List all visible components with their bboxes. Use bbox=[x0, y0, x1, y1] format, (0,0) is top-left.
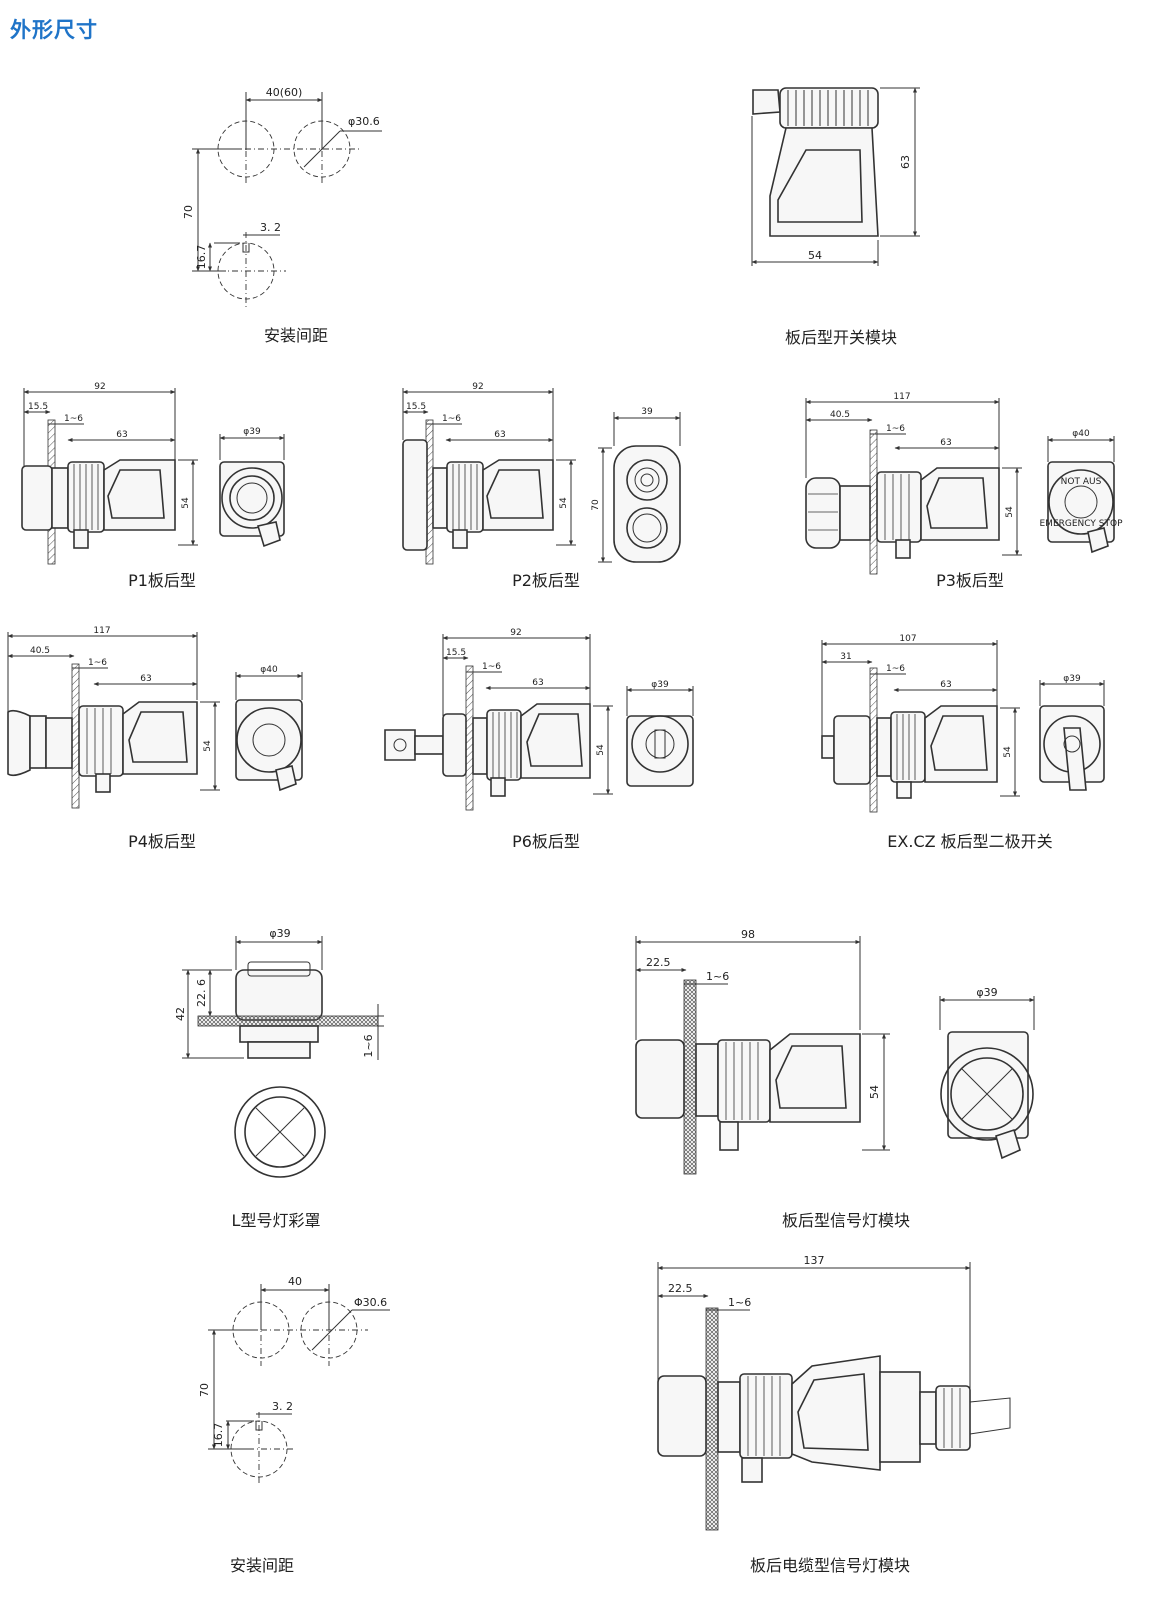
cable-lamp-b: 1~6 bbox=[728, 1296, 751, 1309]
p2-total: 92 bbox=[472, 382, 483, 392]
caption-lamp-module: 板后型信号灯模块 bbox=[782, 1211, 910, 1230]
l-cover-drawing: φ39 42 22. 6 1~6 bbox=[174, 927, 384, 1178]
caption-p3: P3板后型 bbox=[936, 571, 1004, 590]
mount-spacing-bottom-drawing: 40 Φ30.6 70 3. 2 16.7 bbox=[198, 1275, 390, 1486]
p2-body: 63 bbox=[494, 430, 505, 440]
p4-b: 1~6 bbox=[88, 658, 107, 668]
spacing-bottom-key-h: 16.7 bbox=[212, 1423, 225, 1448]
caption-mount-spacing-bottom: 安装间距 bbox=[230, 1556, 294, 1575]
cable-lamp-module-drawing: 137 22.5 1~6 bbox=[657, 1254, 1011, 1531]
p6-h: 54 bbox=[596, 744, 606, 756]
p3-drawing: 117 40.5 1~6 63 54 φ40 NOT AUS EMERGENCY… bbox=[805, 392, 1124, 575]
caption-l-cover: L型号灯彩罩 bbox=[232, 1211, 321, 1230]
lamp-module-h: 54 bbox=[868, 1085, 881, 1099]
p4-body: 63 bbox=[140, 674, 151, 684]
caption-p4: P4板后型 bbox=[128, 832, 196, 851]
excz-total: 107 bbox=[899, 634, 916, 644]
spacing-top-height: 70 bbox=[182, 205, 195, 219]
p3-a: 40.5 bbox=[830, 410, 850, 420]
spacing-bottom-pitch: 40 bbox=[288, 1275, 302, 1288]
p2-hh: 70 bbox=[591, 499, 601, 511]
lamp-module-a: 22.5 bbox=[646, 956, 671, 969]
p2-h: 54 bbox=[559, 497, 569, 509]
p3-stop-bottom: EMERGENCY STOP bbox=[1040, 519, 1124, 529]
p3-b: 1~6 bbox=[886, 424, 905, 434]
switch-module-h: 63 bbox=[899, 155, 912, 169]
p4-total: 117 bbox=[93, 626, 110, 636]
spacing-bottom-height: 70 bbox=[198, 1383, 211, 1397]
excz-h: 54 bbox=[1003, 746, 1013, 758]
caption-p1: P1板后型 bbox=[128, 571, 196, 590]
switch-module-drawing: 63 54 bbox=[751, 87, 920, 266]
spacing-top-pitch: 40(60) bbox=[266, 86, 303, 99]
p3-dia: φ40 bbox=[1072, 429, 1090, 439]
p2-drawing: 92 15.5 1~6 63 54 39 70 bbox=[402, 382, 681, 565]
p2-b: 1~6 bbox=[442, 414, 461, 424]
p1-h: 54 bbox=[181, 497, 191, 509]
lamp-module-drawing: 98 22.5 1~6 54 φ39 bbox=[635, 928, 1035, 1175]
p6-body: 63 bbox=[532, 678, 543, 688]
spacing-top-dia: φ30.6 bbox=[348, 115, 380, 128]
lamp-module-dia: φ39 bbox=[976, 986, 997, 999]
p4-a: 40.5 bbox=[30, 646, 50, 656]
caption-p2: P2板后型 bbox=[512, 571, 580, 590]
p3-h: 54 bbox=[1005, 506, 1015, 518]
p6-a: 15.5 bbox=[446, 648, 466, 658]
spacing-bottom-dia: Φ30.6 bbox=[354, 1296, 387, 1309]
p3-total: 117 bbox=[893, 392, 910, 402]
lamp-module-b: 1~6 bbox=[706, 970, 729, 983]
cable-lamp-a: 22.5 bbox=[668, 1282, 693, 1295]
excz-b: 1~6 bbox=[886, 664, 905, 674]
p3-stop-top: NOT AUS bbox=[1061, 477, 1102, 487]
p2-w: 39 bbox=[641, 407, 653, 417]
p1-total: 92 bbox=[94, 382, 105, 392]
spacing-top-key-w: 3. 2 bbox=[260, 221, 281, 234]
caption-cable-lamp-module: 板后电缆型信号灯模块 bbox=[750, 1556, 910, 1575]
l-cover-dia: φ39 bbox=[269, 927, 290, 940]
excz-a: 31 bbox=[840, 652, 851, 662]
caption-p6: P6板后型 bbox=[512, 832, 580, 851]
l-cover-h: 42 bbox=[174, 1007, 187, 1021]
caption-mount-spacing-top: 安装间距 bbox=[264, 326, 328, 345]
caption-switch-module: 板后型开关模块 bbox=[785, 328, 897, 347]
p1-a: 15.5 bbox=[28, 402, 48, 412]
p4-h: 54 bbox=[203, 740, 213, 752]
p6-total: 92 bbox=[510, 628, 521, 638]
p6-b: 1~6 bbox=[482, 662, 501, 672]
excz-body: 63 bbox=[940, 680, 951, 690]
page-title: 外形尺寸 bbox=[10, 18, 98, 42]
l-cover-b: 1~6 bbox=[362, 1034, 375, 1057]
p3-body: 63 bbox=[940, 438, 951, 448]
p6-dia: φ39 bbox=[651, 680, 669, 690]
l-cover-a: 22. 6 bbox=[195, 979, 208, 1007]
p1-b: 1~6 bbox=[64, 414, 83, 424]
excz-drawing: 107 31 1~6 63 54 φ39 bbox=[821, 634, 1105, 813]
p6-drawing: 92 15.5 1~6 63 54 φ39 bbox=[384, 628, 694, 811]
mount-spacing-top-drawing: 40(60) φ30.6 70 3. 2 16.7 bbox=[182, 86, 382, 308]
cable-lamp-total: 137 bbox=[804, 1254, 825, 1267]
spacing-top-key-h: 16.7 bbox=[195, 245, 208, 270]
switch-module-w: 54 bbox=[808, 249, 822, 262]
p4-dia: φ40 bbox=[260, 665, 278, 675]
p1-drawing: 92 15.5 1~6 63 54 φ39 bbox=[21, 382, 285, 565]
p2-a: 15.5 bbox=[406, 402, 426, 412]
lamp-module-total: 98 bbox=[741, 928, 755, 941]
spacing-bottom-key-w: 3. 2 bbox=[272, 1400, 293, 1413]
p4-drawing: 117 40.5 1~6 63 54 φ40 bbox=[7, 626, 303, 809]
excz-dia: φ39 bbox=[1063, 674, 1081, 684]
p1-dia: φ39 bbox=[243, 427, 261, 437]
caption-excz: EX.CZ 板后型二极开关 bbox=[887, 832, 1052, 851]
p1-body: 63 bbox=[116, 430, 127, 440]
